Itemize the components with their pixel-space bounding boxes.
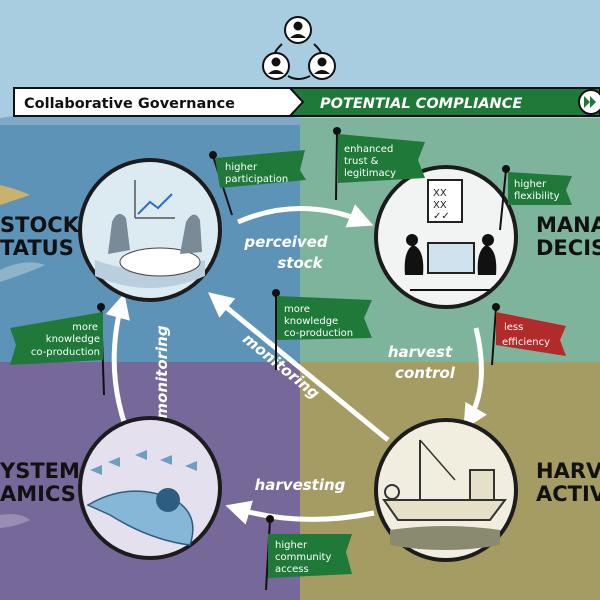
flag-coproduction-left-line2: knowledge [46,334,100,345]
ecosystem-title-line2: AMICS [0,482,76,506]
ecosystem-dynamics-circle [78,416,222,560]
flag-less-efficiency-line2: efficiency [502,337,550,348]
flag-community-access-line2: community [275,552,331,563]
fish-decoration [0,514,30,528]
stock-status-title-line1: STOCK [0,213,80,237]
flag-coproduction-center: more knowledge co-production [272,289,372,370]
arrow-perceived-stock [237,204,374,228]
stock-status-title-line2: TATUS [0,236,74,260]
fast-forward-icon [578,89,600,115]
flag-higher-participation-line2: participation [225,174,288,185]
harvesting-label: harvesting [255,476,346,494]
banner-left-label: Collaborative Governance [24,96,235,112]
flag-higher-participation: higher participation [209,150,306,216]
fish-decoration [0,262,45,282]
perceived-stock-label-line2: stock [277,254,323,272]
ecosystem-title-line1: YSTEM [0,459,80,483]
flag-trust-line2: trust & [344,156,379,167]
svg-text:XX: XX [433,200,447,211]
flag-higher-flexibility: higher flexibility [499,165,572,231]
flag-trust-line3: legitimacy [344,168,396,179]
management-title-line1: MANA [536,213,600,237]
flag-coproduction-center-line2: knowledge [284,316,338,327]
monitoring-left-label: monitoring [153,325,171,418]
line-chart-icon [134,180,175,219]
flag-less-efficiency-line1: less [504,322,523,333]
arrow-harvest-control [463,327,487,430]
flag-coproduction-left: more knowledge co-production [10,303,105,396]
harvest-control-label-line1: harvest [388,343,453,361]
flag-community-access: higher community access [265,515,352,591]
arrow-harvesting [225,500,375,525]
flag-higher-participation-line1: higher [225,162,258,173]
flag-flexibility-line2: flexibility [514,191,560,202]
cycle-arrows [105,204,487,525]
svg-text:XX: XX [433,188,447,199]
arrow-monitoring-left [105,293,130,426]
stock-status-circle [78,158,222,302]
management-decision-circle: XX XX ✓✓ [374,165,518,309]
checklist-icon: XX XX ✓✓ [427,179,463,223]
banner-right-label: POTENTIAL COMPLIANCE [320,96,522,112]
flag-trust-line1: enhanced [344,144,393,155]
flag-coproduction-left-line3: co-production [31,347,100,358]
harvest-activity-circle [374,418,518,562]
fish-decoration [0,185,30,205]
flag-less-efficiency: less efficiency [491,303,566,366]
flag-flexibility-line1: higher [514,179,547,190]
flag-community-access-line3: access [275,564,309,575]
flag-coproduction-center-line1: more [284,304,310,315]
governance-banner: Collaborative Governance POTENTIAL COMPL… [13,87,600,117]
people-cycle-icon [262,16,336,80]
harvest-title-line1: HARV [536,459,600,483]
flag-trust-legitimacy: enhanced trust & legitimacy [333,127,425,201]
flag-community-access-line1: higher [275,540,308,551]
flag-coproduction-center-line3: co-production [284,328,353,339]
perceived-stock-label-line1: perceived [243,233,327,251]
arrow-monitoring-diagonal [208,292,390,442]
management-title-line2: DECIS [536,236,600,260]
harvest-title-line2: ACTIV [536,482,600,506]
svg-text:✓✓: ✓✓ [433,211,450,222]
harvest-control-label-line2: control [395,364,456,382]
flag-coproduction-left-line1: more [72,322,98,333]
